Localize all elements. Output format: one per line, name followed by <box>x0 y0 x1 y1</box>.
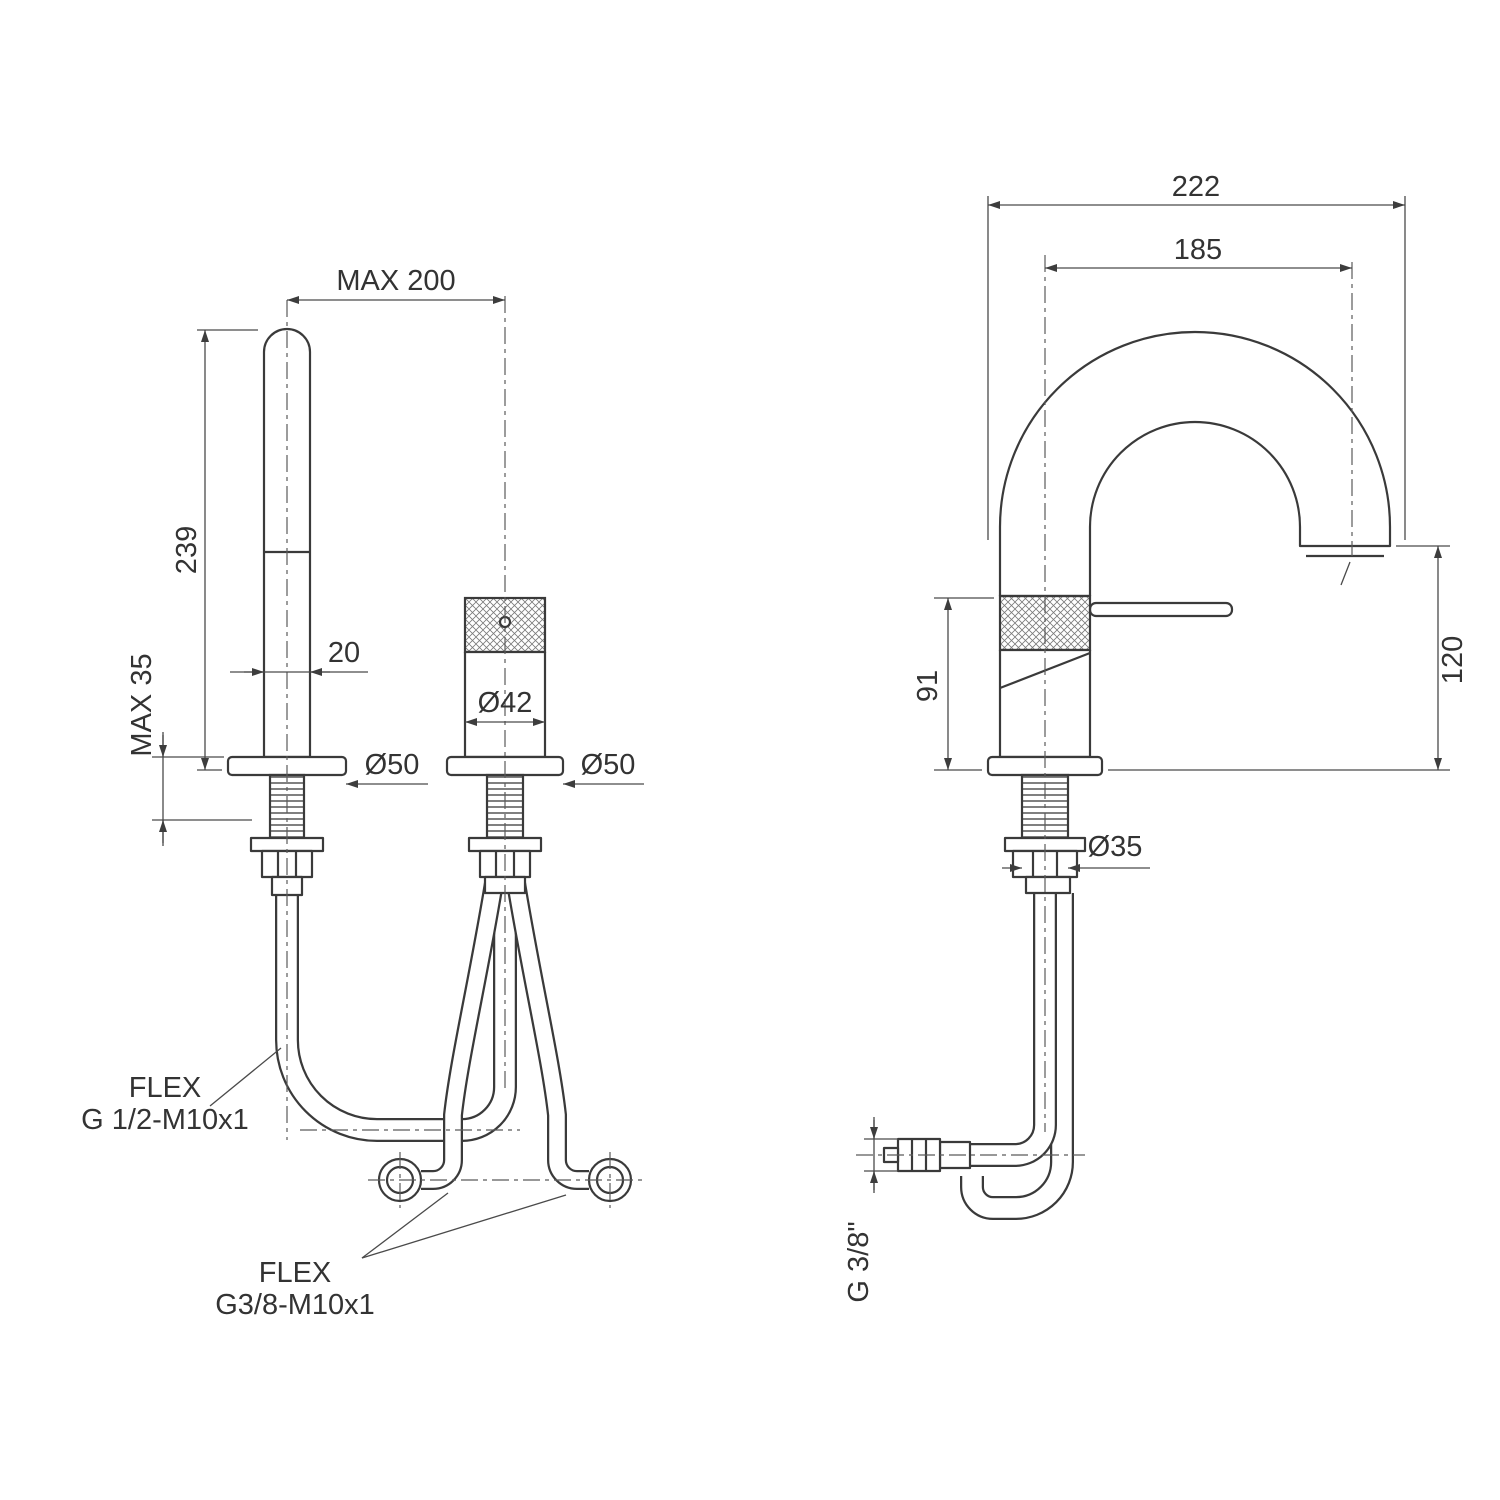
dim-spout-height: 239 <box>171 329 258 771</box>
dim-spout-reach-label: 185 <box>1174 234 1222 266</box>
dim-supply-thread-label: G 3/8" <box>843 1221 875 1302</box>
dim-spout-flange-diameter: Ø50 <box>346 749 428 788</box>
dim-overall-depth-label: 222 <box>1172 171 1220 203</box>
dim-counter-thickness: MAX 35 <box>126 653 252 846</box>
handle-lever <box>1088 601 1234 618</box>
gooseneck-spout <box>998 330 1392 598</box>
dim-supply-thread: G 3/8" <box>843 1117 898 1303</box>
dim-shank-diameter-label: Ø35 <box>1088 831 1143 863</box>
label-flex-supply: FLEX G3/8-M10x1 <box>215 1192 567 1321</box>
label-flex-spout: FLEX G 1/2-M10x1 <box>81 1047 282 1136</box>
side-mixer-body <box>986 594 1234 895</box>
flex-supply-line1: FLEX <box>259 1257 332 1289</box>
dim-body-height-label: 91 <box>912 670 944 702</box>
dim-spout-reach: 185 <box>1045 234 1352 272</box>
dim-body-flange-diameter: Ø50 <box>563 749 644 788</box>
dim-max-reach: MAX 200 <box>287 265 505 304</box>
dim-spout-flange-label: Ø50 <box>365 749 420 781</box>
front-view: MAX 200 239 20 MAX 35 Ø50 <box>81 265 644 1321</box>
side-supply-hose-rear <box>960 893 1074 1220</box>
flex-supply-line2: G3/8-M10x1 <box>215 1289 375 1321</box>
side-view: 222 185 91 120 Ø35 <box>843 171 1469 1303</box>
dim-body-diameter-label: Ø42 <box>478 687 533 719</box>
supply-hose-right <box>506 881 589 1190</box>
side-supply-hose-front <box>968 893 1057 1167</box>
flex-spout-line1: FLEX <box>129 1072 202 1104</box>
dim-outlet-height-label: 120 <box>1437 636 1469 684</box>
dim-outlet-height: 120 <box>1108 545 1469 771</box>
water-drip-mark <box>1340 561 1351 586</box>
dim-spout-height-label: 239 <box>171 526 203 574</box>
dim-spout-diameter: 20 <box>230 637 368 676</box>
dim-max-reach-label: MAX 200 <box>336 265 455 297</box>
dim-body-height: 91 <box>912 597 994 771</box>
dim-overall-depth: 222 <box>987 171 1406 540</box>
dim-shank-diameter: Ø35 <box>1002 831 1150 872</box>
dim-spout-diameter-label: 20 <box>328 637 360 669</box>
flex-spout-line2: G 1/2-M10x1 <box>81 1104 249 1136</box>
dim-body-flange-label: Ø50 <box>581 749 636 781</box>
dim-counter-thickness-label: MAX 35 <box>126 653 158 756</box>
supply-hose-left <box>421 881 504 1190</box>
dim-body-diameter: Ø42 <box>465 687 545 726</box>
